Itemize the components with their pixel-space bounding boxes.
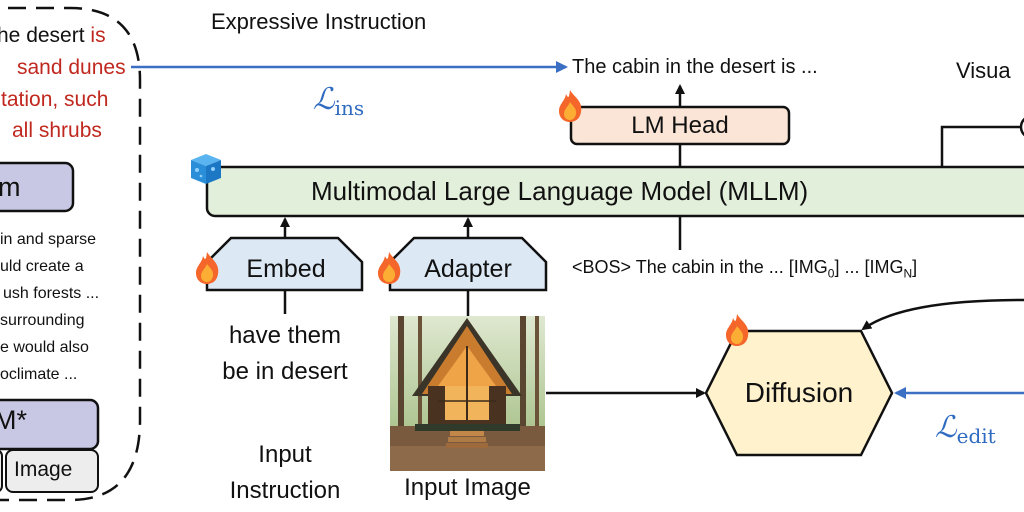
- mllm-box: [205, 165, 1024, 218]
- highlight-line-3: tation, such: [1, 88, 109, 111]
- token-sequence: <BOS> The cabin in the ... [IMG0] ... [I…: [572, 257, 918, 281]
- visual-label: Visua: [956, 58, 1011, 83]
- highlight-line-1: he desert is: [0, 24, 106, 47]
- left-panel-border: [0, 6, 142, 502]
- diffusion-label: Diffusion: [744, 377, 854, 408]
- lm-head-label: LM Head: [631, 111, 729, 139]
- adapter-label: Adapter: [424, 254, 512, 283]
- description-line: uld create a: [0, 258, 84, 275]
- highlight-line-2: sand dunes: [17, 56, 126, 79]
- left-bottom-box-label: M*: [0, 405, 27, 435]
- loss-edit-label: ℒedit: [935, 410, 996, 448]
- input-image: [390, 316, 545, 471]
- description-line: in and sparse: [0, 231, 97, 248]
- left-gray-box-a: [0, 450, 3, 492]
- left-panel: he desert is sand dunes tation, such all…: [0, 0, 140, 512]
- fire-icon: [559, 90, 582, 122]
- visual-to-diffusion-arrow: [861, 298, 1024, 331]
- loss-ins-label: ℒins: [313, 82, 365, 120]
- fire-icon: [726, 314, 749, 346]
- left-image-box-label: Image: [14, 458, 73, 481]
- expressive-instruction-label: Expressive Instruction: [211, 9, 427, 34]
- left-top-box-label: m: [0, 172, 21, 202]
- fire-icon: [378, 252, 401, 284]
- mllm-label: Multimodal Large Language Model (MLLM): [311, 176, 809, 206]
- input-image-caption: Input Image: [404, 474, 531, 501]
- left-image-box: [5, 449, 99, 493]
- embed-label: Embed: [246, 254, 326, 283]
- description-line: surrounding: [0, 312, 85, 329]
- left-top-box: [0, 161, 75, 213]
- highlight-line-4: all shrubs: [12, 119, 102, 142]
- ice-cube-icon: [191, 154, 221, 184]
- fire-icon: [196, 252, 219, 284]
- description-line: oclimate ...: [0, 366, 78, 383]
- instruction-text: have them be in desert: [222, 322, 348, 385]
- description-line: e would also: [0, 339, 89, 356]
- description-line: ush forests ...: [3, 285, 100, 302]
- output-text: The cabin in the desert is ...: [572, 56, 818, 78]
- input-instruction-caption: Input Instruction: [229, 441, 341, 504]
